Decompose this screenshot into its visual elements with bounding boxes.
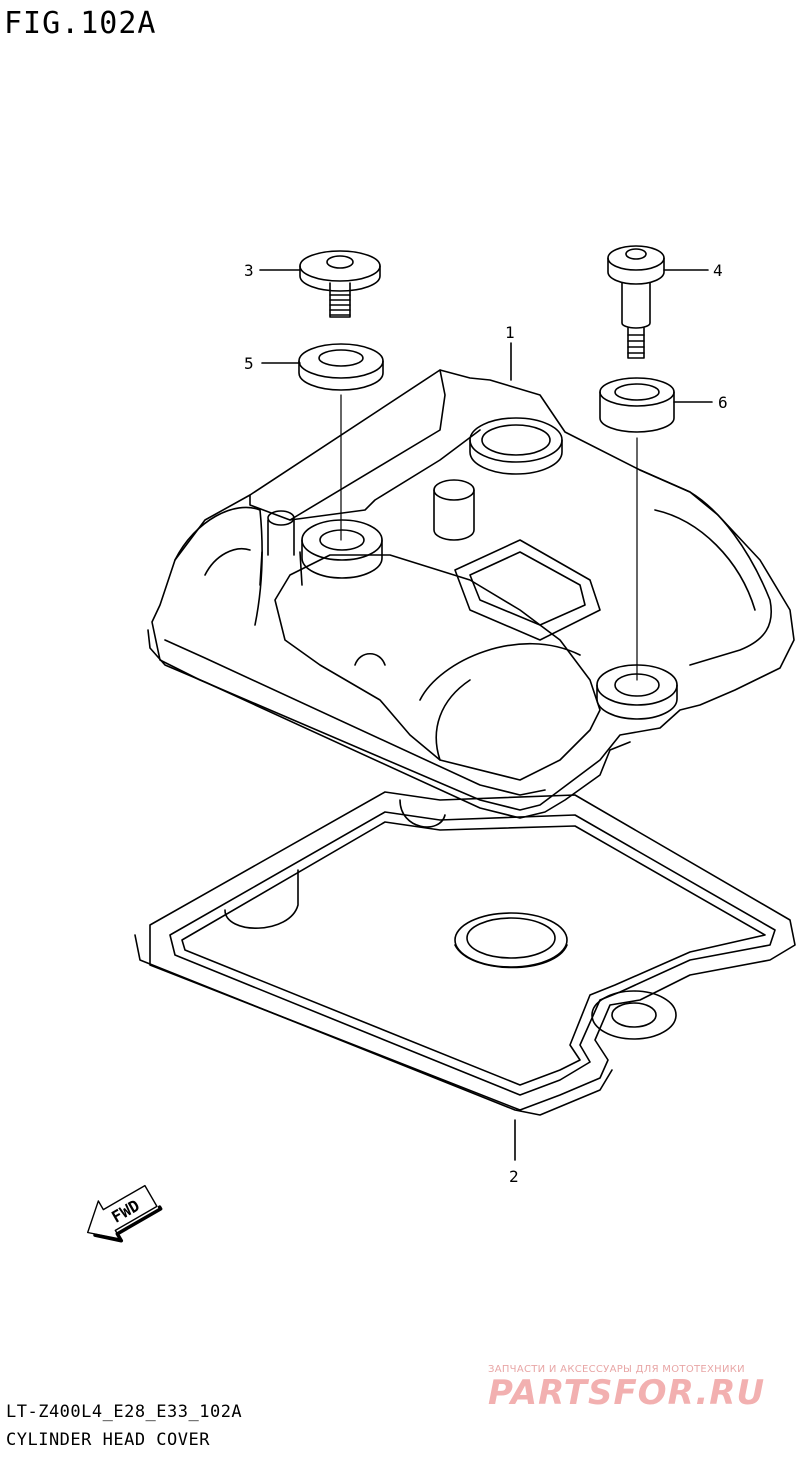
- callout-4: 4: [713, 261, 723, 280]
- callout-6: 6: [718, 393, 728, 412]
- gasket-2-drawing: [134, 791, 796, 1116]
- watermark-tagline: ЗАПЧАСТИ И АКСЕССУАРЫ ДЛЯ МОТОТЕХНИКИ: [488, 1364, 745, 1375]
- model-code: LT-Z400L4_E28_E33_102A: [6, 1402, 243, 1422]
- watermark-brand: PARTSFOR.RU: [488, 1373, 766, 1413]
- figure-title: FIG.102A: [4, 6, 157, 41]
- callout-5: 5: [244, 354, 254, 373]
- section-name: CYLINDER HEAD COVER: [6, 1430, 210, 1450]
- callout-1: 1: [505, 323, 515, 342]
- grommet-5-drawing: [298, 343, 384, 541]
- fwd-arrow-icon: FWD: [86, 1184, 163, 1243]
- callout-2: 2: [509, 1167, 519, 1186]
- grommet-6-drawing: [599, 377, 675, 681]
- cylinder-head-cover-1-drawing: [147, 369, 795, 819]
- bolt-3-drawing: [299, 250, 381, 318]
- watermark-logo: ЗАПЧАСТИ И АКСЕССУАРЫ ДЛЯ МОТОТЕХНИКИ PA…: [488, 1364, 788, 1413]
- callout-3: 3: [244, 261, 254, 280]
- bolt-4-drawing: [607, 245, 665, 359]
